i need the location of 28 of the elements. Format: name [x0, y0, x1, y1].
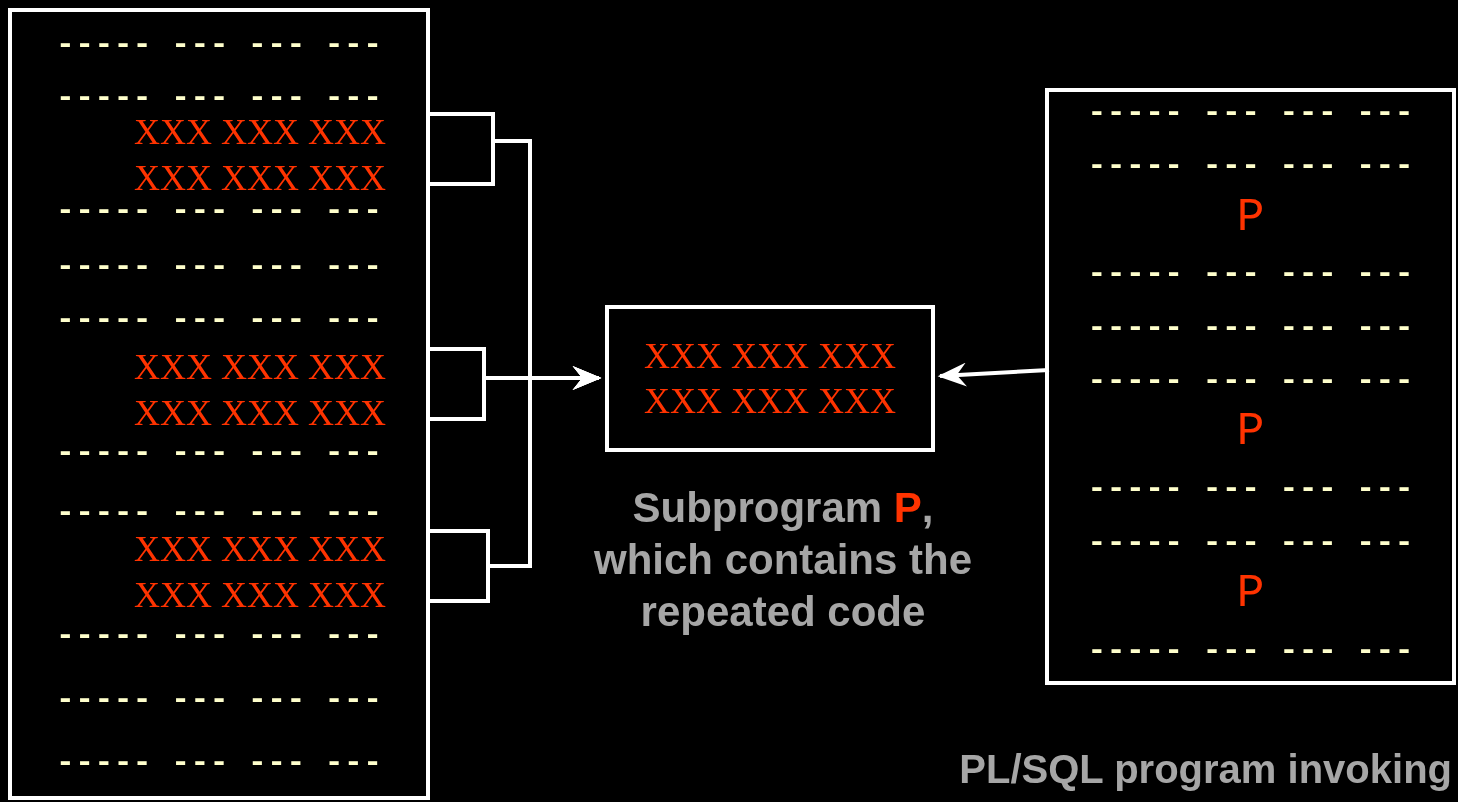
node-label: PL/SQL program invoking — [959, 746, 1452, 793]
procedure-call: P — [1236, 193, 1265, 243]
code-line: ----- --- --- --- — [1087, 97, 1414, 129]
procedure-call: P — [1236, 569, 1265, 619]
code-line: ----- --- --- --- — [55, 497, 383, 529]
code-line: ----- --- --- --- — [1087, 150, 1414, 182]
code-line: ----- --- --- --- — [55, 82, 383, 114]
code-line: ----- --- --- --- — [55, 304, 383, 336]
subprogram-box — [605, 305, 935, 452]
code-line: ----- --- --- --- — [1087, 473, 1414, 505]
code-line: ----- --- --- --- — [1087, 258, 1414, 290]
repeated-code: XXX XXX XXX XXX XXX XXX — [133, 528, 386, 617]
code-line: ----- --- --- --- — [55, 29, 383, 61]
repeated-code: XXX XXX XXX XXX XXX XXX — [643, 334, 897, 423]
code-line: ----- --- --- --- — [1087, 527, 1414, 559]
repeated-code: XXX XXX XXX XXX XXX XXX — [133, 346, 386, 435]
code-line: ----- --- --- --- — [55, 620, 383, 652]
code-line: ----- --- --- --- — [55, 437, 383, 469]
code-line: ----- --- --- --- — [55, 251, 383, 283]
code-line: ----- --- --- --- — [55, 684, 383, 716]
code-line: ----- --- --- --- — [55, 747, 383, 779]
program-box — [8, 8, 430, 800]
program-box — [1045, 88, 1456, 685]
procedure-call: P — [1236, 407, 1265, 457]
node-label: Subprogram P, which contains the repeated code — [592, 483, 973, 637]
code-line: ----- --- --- --- — [1087, 312, 1414, 344]
code-line: ----- --- --- --- — [1087, 365, 1414, 397]
code-line: ----- --- --- --- — [1087, 635, 1414, 667]
